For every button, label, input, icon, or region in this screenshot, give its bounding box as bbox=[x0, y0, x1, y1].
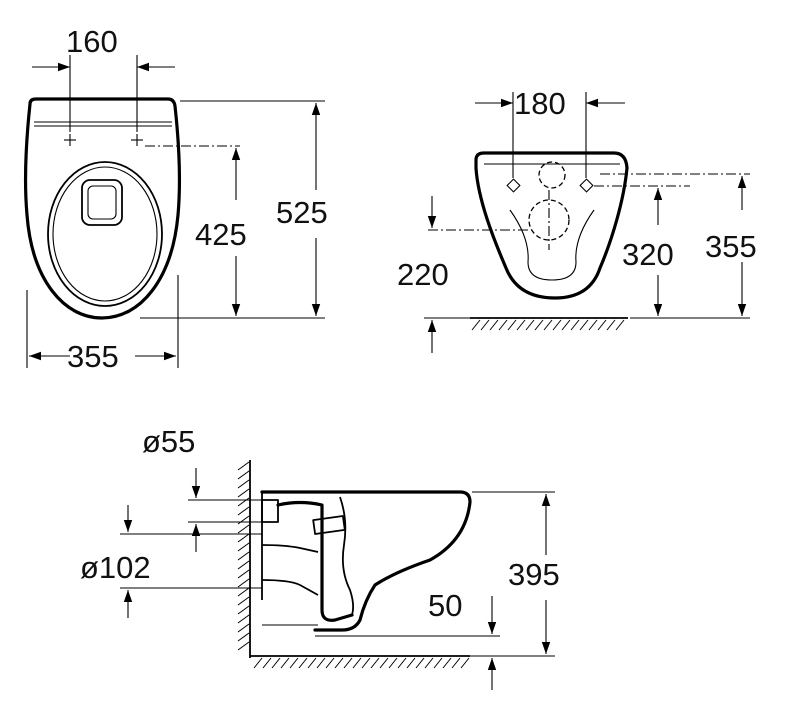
hatch-line bbox=[298, 657, 308, 669]
hatch-line bbox=[289, 657, 299, 669]
dim-top-length: 525 bbox=[276, 195, 328, 230]
dim-side-outlet-small: ø55 bbox=[142, 424, 195, 459]
hatch-line bbox=[237, 605, 250, 615]
hatch-line bbox=[597, 319, 607, 331]
hatch-line bbox=[237, 641, 250, 651]
hatch-line bbox=[280, 657, 290, 669]
floor-hatch-side bbox=[253, 657, 470, 669]
hatch-line bbox=[480, 319, 490, 331]
hatch-line bbox=[361, 657, 371, 669]
hatch-line bbox=[253, 657, 263, 669]
hatch-line bbox=[606, 319, 616, 331]
fixing-hole-right bbox=[131, 134, 143, 146]
hatch-line bbox=[334, 657, 344, 669]
hatch-line bbox=[489, 319, 499, 331]
dim-top-width: 355 bbox=[67, 339, 119, 374]
hatch-line bbox=[271, 657, 281, 669]
hatch-line bbox=[507, 319, 517, 331]
hatch-line bbox=[343, 657, 353, 669]
dim-front-hole-spacing: 180 bbox=[514, 86, 566, 121]
hatch-line bbox=[588, 319, 598, 331]
seat-ring bbox=[47, 161, 163, 307]
hatch-line bbox=[534, 319, 544, 331]
front-view: 180 220 320 355 bbox=[397, 86, 757, 353]
bowl-outline-front bbox=[474, 151, 629, 300]
hatch-line bbox=[237, 560, 250, 570]
hatch-line bbox=[307, 657, 317, 669]
hatch-line bbox=[442, 657, 452, 669]
hatch-line bbox=[516, 319, 526, 331]
hatch-line bbox=[415, 657, 425, 669]
hatch-line bbox=[460, 657, 470, 669]
hatch-line bbox=[237, 569, 250, 579]
hidden-outlet-lower bbox=[528, 199, 570, 241]
hatch-line bbox=[237, 614, 250, 624]
hatch-line bbox=[406, 657, 416, 669]
hatch-line bbox=[397, 657, 407, 669]
bowl-outline-top bbox=[23, 97, 182, 320]
hatch-line bbox=[237, 596, 250, 606]
hatch-line bbox=[237, 542, 250, 552]
hatch-line bbox=[543, 319, 553, 331]
hatch-line bbox=[379, 657, 389, 669]
dim-front-lower-height: 220 bbox=[397, 257, 449, 292]
hatch-line bbox=[237, 578, 250, 588]
hatch-line bbox=[325, 657, 335, 669]
hatch-line bbox=[237, 533, 250, 543]
hatch-line bbox=[237, 551, 250, 561]
floor-hatch-front bbox=[471, 319, 625, 331]
dim-top-hole-spacing: 160 bbox=[66, 24, 118, 59]
dim-side-floor-clearance: 50 bbox=[428, 588, 462, 623]
hatch-line bbox=[316, 657, 326, 669]
hatch-line bbox=[237, 524, 250, 534]
hatch-line bbox=[451, 657, 461, 669]
hatch-line bbox=[237, 623, 250, 633]
hatch-line bbox=[237, 515, 250, 525]
top-view: 160 355 425 525 bbox=[23, 24, 328, 374]
dim-top-hole-to-front: 425 bbox=[195, 217, 247, 252]
dim-front-total-height: 355 bbox=[705, 229, 757, 264]
hatch-line bbox=[237, 470, 250, 480]
hatch-line bbox=[561, 319, 571, 331]
hatch-line bbox=[433, 657, 443, 669]
dim-side-height: 395 bbox=[508, 557, 560, 592]
hatch-line bbox=[498, 319, 508, 331]
hatch-line bbox=[424, 657, 434, 669]
hatch-line bbox=[237, 632, 250, 642]
hatch-line bbox=[237, 461, 250, 471]
hatch-line bbox=[525, 319, 535, 331]
fixing-hole-left bbox=[64, 134, 76, 146]
hatch-line bbox=[237, 506, 250, 516]
dim-front-upper-height: 320 bbox=[622, 237, 674, 272]
side-view: ø55 ø102 395 50 bbox=[80, 424, 560, 690]
hatch-line bbox=[237, 587, 250, 597]
hatch-line bbox=[388, 657, 398, 669]
hatch-line bbox=[615, 319, 625, 331]
hatch-line bbox=[570, 319, 580, 331]
hatch-line bbox=[579, 319, 589, 331]
dim-side-outlet-large: ø102 bbox=[80, 550, 151, 585]
hatch-line bbox=[237, 497, 250, 507]
hatch-line bbox=[370, 657, 380, 669]
hatch-line bbox=[352, 657, 362, 669]
hatch-line bbox=[552, 319, 562, 331]
hatch-line bbox=[237, 488, 250, 498]
hatch-line bbox=[262, 657, 272, 669]
bowl-profile bbox=[260, 490, 472, 632]
hidden-outlet-upper bbox=[538, 161, 566, 189]
drain-outline bbox=[81, 179, 123, 226]
hatch-line bbox=[237, 479, 250, 489]
wall-hatch bbox=[237, 461, 250, 651]
hatch-line bbox=[471, 319, 481, 331]
